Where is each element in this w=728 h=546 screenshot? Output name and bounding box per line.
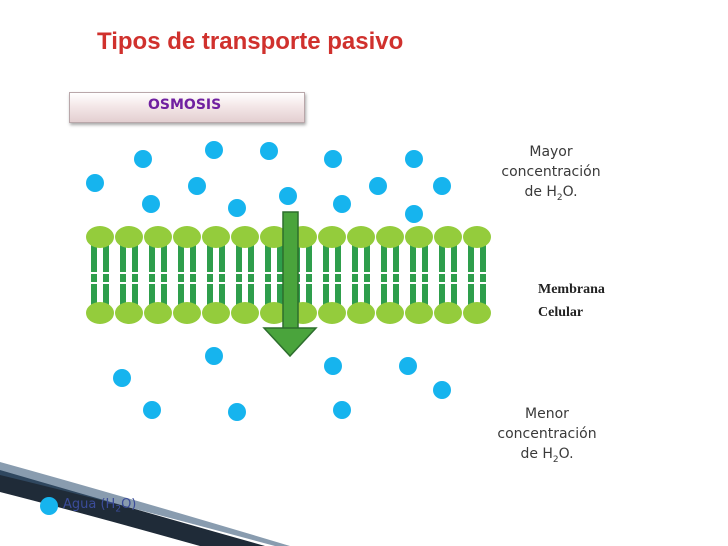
lipid-head xyxy=(144,302,172,324)
lipid-tail xyxy=(364,245,370,311)
water-molecule xyxy=(228,199,246,217)
water-molecule xyxy=(279,187,297,205)
lipid-tail xyxy=(468,245,474,311)
osmosis-label: OSMOSIS xyxy=(148,97,222,113)
lipid-tail xyxy=(323,245,329,311)
lipid-head xyxy=(260,302,288,324)
water-molecule xyxy=(260,142,278,160)
water-molecule xyxy=(228,403,246,421)
lipid-tail xyxy=(265,245,271,311)
higher-concentration-line2: concentración xyxy=(501,164,601,180)
lipid-tail xyxy=(393,245,399,311)
osmosis-label-box xyxy=(69,92,305,123)
lipid-head xyxy=(318,226,346,248)
lipid-head xyxy=(260,226,288,248)
lipid-tail xyxy=(248,245,254,311)
lipid-head xyxy=(202,226,230,248)
lower-concentration-line1: Menor xyxy=(525,406,569,422)
water-molecule xyxy=(143,401,161,419)
water-molecule xyxy=(369,177,387,195)
water-molecule xyxy=(142,195,160,213)
lipid-tail xyxy=(422,245,428,311)
water-molecule xyxy=(405,150,423,168)
higher-concentration-label: Mayor concentración de H2O. xyxy=(492,142,610,208)
lipid-tail xyxy=(480,245,486,311)
lipid-head xyxy=(144,226,172,248)
lipid-head xyxy=(115,302,143,324)
water-molecule xyxy=(433,177,451,195)
lipid-head xyxy=(463,226,491,248)
water-molecule xyxy=(134,150,152,168)
lipid-head xyxy=(231,226,259,248)
lipid-head xyxy=(86,302,114,324)
lipid-tail xyxy=(207,245,213,311)
water-molecule xyxy=(86,174,104,192)
water-molecule xyxy=(333,401,351,419)
lipid-head xyxy=(376,302,404,324)
lipid-tail xyxy=(335,245,341,311)
water-molecule xyxy=(405,205,423,223)
lipid-tail xyxy=(306,245,312,311)
membrane-label-line2: Celular xyxy=(538,305,584,320)
water-legend-label: Agua (H2O) xyxy=(63,497,137,515)
lipid-head xyxy=(231,302,259,324)
water-molecule xyxy=(333,195,351,213)
lipid-tail xyxy=(190,245,196,311)
lipid-tail xyxy=(381,245,387,311)
lipid-tail xyxy=(439,245,445,311)
lipid-head xyxy=(318,302,346,324)
water-legend-icon xyxy=(40,497,58,515)
down-arrow-icon xyxy=(262,211,318,358)
lipid-tail xyxy=(149,245,155,311)
lipid-head xyxy=(173,226,201,248)
water-molecule xyxy=(205,347,223,365)
lipid-tail xyxy=(236,245,242,311)
cell-membrane xyxy=(86,226,492,324)
lipid-head xyxy=(173,302,201,324)
decorative-swoosh-light xyxy=(0,462,290,546)
lipid-head xyxy=(405,302,433,324)
lipid-tail xyxy=(120,245,126,311)
lipid-head xyxy=(202,302,230,324)
lipid-head xyxy=(347,302,375,324)
lipid-tail xyxy=(219,245,225,311)
lipid-head xyxy=(434,302,462,324)
higher-concentration-line3: de H2O. xyxy=(524,184,578,203)
membrane-label-line1: Membrana xyxy=(538,282,605,297)
lipid-tail xyxy=(410,245,416,311)
lipid-head xyxy=(115,226,143,248)
higher-concentration-line1: Mayor xyxy=(529,144,573,160)
water-molecule xyxy=(324,357,342,375)
lipid-tail xyxy=(277,245,283,311)
lipid-head xyxy=(405,226,433,248)
lower-concentration-line2: concentración xyxy=(497,426,597,442)
water-molecules xyxy=(86,141,451,421)
lipid-head xyxy=(347,226,375,248)
lipid-tail xyxy=(91,245,97,311)
lipid-tail xyxy=(352,245,358,311)
lower-concentration-line3: de H2O. xyxy=(520,446,574,465)
water-molecule xyxy=(113,369,131,387)
lipid-tail xyxy=(178,245,184,311)
lower-concentration-label: Menor concentración de H2O. xyxy=(488,404,606,470)
page-title: Tipos de transporte pasivo xyxy=(97,28,404,55)
lipid-head xyxy=(434,226,462,248)
water-molecule xyxy=(399,357,417,375)
water-molecule xyxy=(324,150,342,168)
lipid-head xyxy=(376,226,404,248)
lipid-tail xyxy=(132,245,138,311)
lipid-tail xyxy=(103,245,109,311)
water-molecule xyxy=(433,381,451,399)
lipid-head xyxy=(463,302,491,324)
lipid-tail xyxy=(451,245,457,311)
lipid-head xyxy=(86,226,114,248)
water-molecule xyxy=(205,141,223,159)
water-molecule xyxy=(188,177,206,195)
lipid-tail xyxy=(161,245,167,311)
